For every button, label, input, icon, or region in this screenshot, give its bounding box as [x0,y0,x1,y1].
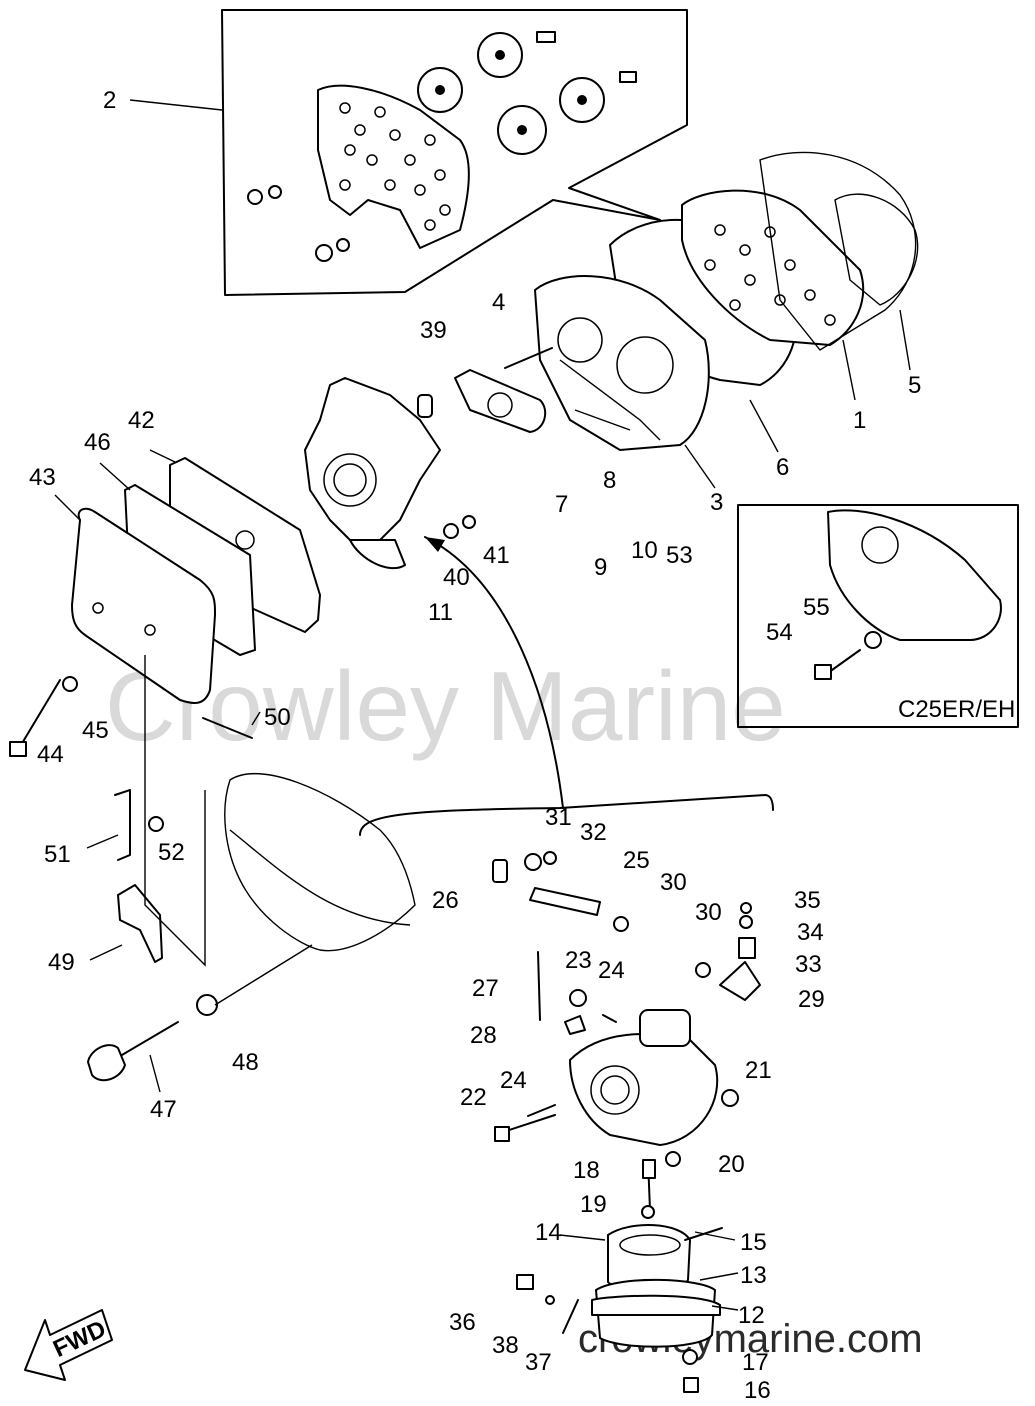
inset-kit-box [221,9,688,296]
callout-27: 27 [472,975,499,1002]
callout-50: 50 [264,704,291,731]
callout-31: 31 [545,804,572,831]
callout-41: 41 [483,542,510,569]
callout-33: 33 [795,951,822,978]
detail-fasteners [492,851,761,1393]
callout-35: 35 [794,887,821,914]
callout-39: 39 [420,317,447,344]
callout-34: 34 [797,919,824,946]
callout-29: 29 [798,986,825,1013]
callout-23: 23 [565,947,592,974]
callout-8: 8 [603,467,616,494]
callout-1: 1 [853,407,866,434]
callout-24b: 24 [500,1067,527,1094]
callout-44: 44 [37,741,64,768]
callout-19: 19 [580,1191,607,1218]
callout-10: 10 [631,537,658,564]
callout-15: 15 [740,1229,767,1256]
callout-42: 42 [128,407,155,434]
callout-2: 2 [103,87,116,114]
variant-inset-box [737,504,1019,728]
callout-55: 55 [803,594,830,621]
callout-54: 54 [766,619,793,646]
callout-9: 9 [594,554,607,581]
callout-5: 5 [908,372,921,399]
intake-manifold [534,275,710,451]
detail-arrow [424,536,564,809]
callout-32: 32 [580,819,607,846]
callout-22: 22 [460,1084,487,1111]
valve-plate-holes [704,224,836,326]
callout-46: 46 [84,429,111,456]
callout-6: 6 [776,454,789,481]
choke-lever-49 [117,884,163,963]
callout-40: 40 [443,564,470,591]
callout-16: 16 [744,1377,771,1404]
callout-20: 20 [718,1151,745,1178]
callout-25: 25 [623,847,650,874]
callout-30a: 30 [660,869,687,896]
guide-lines [144,655,206,967]
callout-12: 12 [738,1302,765,1329]
callout-48: 48 [232,1049,259,1076]
reed-valve-petals [417,32,605,155]
watermark-text: Crowley Marine [105,651,786,761]
callout-47: 47 [150,1096,177,1123]
callout-14: 14 [535,1219,562,1246]
callout-18: 18 [573,1157,600,1184]
plate-holes [339,102,451,231]
callout-45: 45 [82,717,109,744]
callout-13: 13 [740,1262,767,1289]
callout-28: 28 [470,1022,497,1049]
callout-4: 4 [492,289,505,316]
carburetor-upper [304,377,476,570]
callout-17: 17 [742,1349,769,1376]
bottom-cowl [224,772,416,952]
intake-silencer [71,457,321,704]
pin-50 [202,717,253,739]
grommet-48 [196,994,218,1016]
callout-11: 11 [428,599,453,626]
choke-knob-47 [87,1021,179,1082]
callout-51: 51 [44,841,71,868]
link-rod-51 [114,789,131,861]
callout-3: 3 [710,489,723,516]
inset-fasteners [247,31,637,262]
callout-36: 36 [449,1309,476,1336]
fwd-arrow-icon: FWD [24,1309,113,1381]
callout-labels: 1 2 3 4 5 6 7 8 9 10 11 12 13 14 15 16 1… [29,87,921,1404]
callout-26: 26 [432,887,459,914]
carburetor-detail [569,1009,721,1348]
stud-4 [504,347,553,369]
callout-49: 49 [48,949,75,976]
leader-lines [54,99,911,1311]
callout-52: 52 [158,839,185,866]
callout-38: 38 [492,1332,519,1359]
callout-21: 21 [745,1057,772,1084]
variant-label: C25ER/EH [898,696,1015,723]
callout-53: 53 [666,542,693,569]
callout-43: 43 [29,464,56,491]
callout-24a: 24 [598,957,625,984]
callout-37: 37 [525,1349,552,1376]
callout-7: 7 [555,491,568,518]
callout-30b: 30 [695,899,722,926]
